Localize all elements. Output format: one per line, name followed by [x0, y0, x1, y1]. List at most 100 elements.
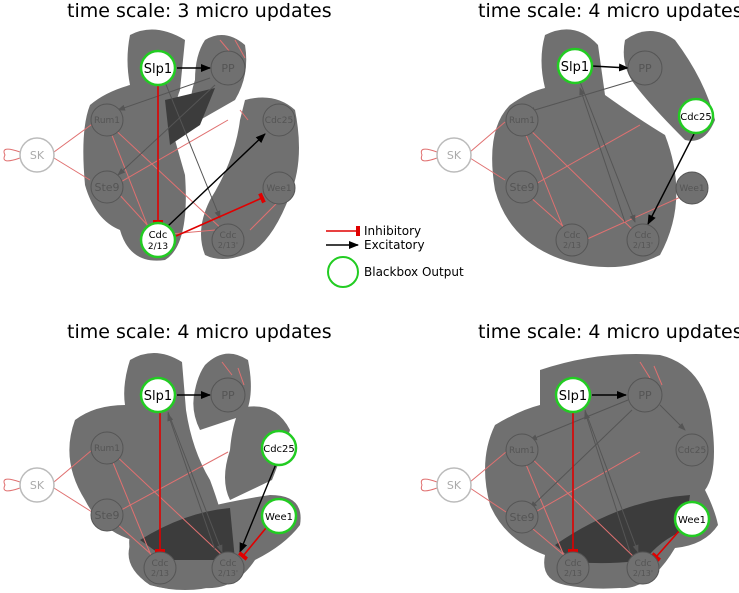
node-label-rum1: Rum1 — [509, 116, 535, 126]
node-label-slp1: Slp1 — [144, 389, 172, 404]
grey-edges — [529, 399, 686, 553]
cluster-blob — [201, 97, 299, 260]
node-label-cdc213-a-line1: Cdc — [149, 230, 168, 241]
node-label-cdc25: Cdc25 — [680, 112, 712, 123]
node-cdc213-b — [211, 551, 245, 585]
node-rum1 — [505, 433, 539, 467]
cluster-blob — [492, 29, 677, 268]
node-cdc213-b — [211, 223, 245, 257]
panel-title: time scale: 3 micro updates — [67, 0, 332, 22]
node-label-cdc213-a-line1: Cdc — [565, 559, 582, 569]
node-label-wee1: Wee1 — [266, 184, 291, 194]
node-label-cdc213-b-line2: 2/13' — [633, 569, 653, 578]
node-sk — [436, 467, 472, 503]
node-label-slp1: Slp1 — [559, 389, 587, 404]
node-label-sk: SK — [447, 479, 462, 492]
grey-edges — [527, 79, 636, 223]
inhibitory-edge — [175, 192, 266, 237]
node-wee1 — [262, 171, 296, 205]
node-wee1 — [675, 171, 709, 205]
overlap-region — [165, 88, 215, 145]
node-cdc213-b — [626, 551, 660, 585]
node-cdc25-output — [677, 97, 715, 135]
excitatory-edge — [167, 133, 266, 227]
grey-edges — [117, 77, 221, 219]
node-label-ste9: Ste9 — [509, 511, 534, 524]
node-label-cdc25: Cdc25 — [263, 444, 295, 455]
node-ste9 — [90, 498, 124, 532]
node-label-ste9: Ste9 — [509, 181, 534, 194]
node-cdc213-a-output — [139, 221, 177, 259]
node-label-pp: PP — [638, 62, 652, 75]
node-label-cdc213-a-line1: Cdc — [564, 231, 581, 241]
panel-title: time scale: 4 micro updates — [67, 321, 332, 343]
node-cdc25-output — [260, 429, 298, 467]
grey-edges — [167, 411, 223, 553]
node-label-sk: SK — [447, 149, 462, 162]
node-slp1-output — [556, 47, 594, 85]
node-sk — [19, 137, 55, 173]
node-label-rum1: Rum1 — [94, 116, 120, 126]
legend-blackbox-swatch — [327, 256, 359, 288]
legend-excitatory-label: Excitatory — [364, 238, 425, 252]
node-slp1-output — [139, 376, 177, 414]
node-label-cdc213-a-line1: Cdc — [152, 559, 169, 569]
node-label-ste9: Ste9 — [94, 181, 119, 194]
node-label-cdc25: Cdc25 — [678, 446, 706, 456]
node-label-cdc213-b-line2: 2/13' — [218, 241, 238, 250]
node-label-wee1: Wee1 — [265, 512, 293, 523]
node-cdc213-a — [555, 223, 589, 257]
node-label-cdc25: Cdc25 — [265, 116, 293, 126]
node-label-pp: PP — [221, 389, 235, 402]
node-label-cdc213-a-line2: 2/13 — [563, 241, 581, 250]
node-cdc213-a — [143, 551, 177, 585]
panel-bottom-right: time scale: 4 micro updates SK Rum1 — [420, 321, 739, 589]
node-label-cdc213-a-line2: 2/13 — [151, 569, 169, 578]
inhibitory-edge — [237, 527, 267, 561]
node-label-slp1: Slp1 — [144, 62, 172, 77]
legend: Inhibitory Excitatory Blackbox Output — [326, 224, 464, 288]
node-label-rum1: Rum1 — [509, 446, 535, 456]
node-wee1-output — [673, 500, 711, 538]
node-rum1 — [90, 103, 124, 137]
panel-top-right: time scale: 4 micro updates SK Rum1 Ste9… — [420, 0, 739, 268]
node-label-cdc213-b-line1: Cdc — [220, 231, 237, 241]
node-label-pp: PP — [638, 389, 652, 402]
node-label-cdc213-a-line2: 2/13 — [148, 242, 168, 252]
node-pp — [210, 377, 246, 413]
legend-inhibitory-label: Inhibitory — [364, 224, 421, 238]
node-rum1 — [90, 431, 124, 465]
cluster-blob — [225, 406, 290, 500]
node-label-cdc213-b-line2: 2/13' — [633, 241, 653, 250]
node-rum1 — [505, 103, 539, 137]
excitatory-edge — [647, 133, 695, 225]
node-label-cdc213-b-line1: Cdc — [635, 559, 652, 569]
node-label-pp: PP — [221, 62, 235, 75]
node-label-slp1: Slp1 — [561, 60, 589, 75]
node-label-cdc213-a-line2: 2/13 — [564, 569, 582, 578]
node-cdc25 — [675, 433, 709, 467]
node-cdc213-a — [556, 551, 590, 585]
excitatory-edge — [591, 63, 629, 72]
node-label-wee1: Wee1 — [679, 184, 704, 194]
node-pp — [627, 50, 663, 86]
node-label-cdc213-b-line1: Cdc — [635, 231, 652, 241]
node-label-cdc213-b-line1: Cdc — [220, 559, 237, 569]
node-label-ste9: Ste9 — [94, 509, 119, 522]
node-pp — [627, 377, 663, 413]
node-label-sk: SK — [30, 479, 45, 492]
node-ste9 — [505, 170, 539, 204]
panel-top-left: time scale: 3 micro updates — [3, 0, 332, 261]
node-cdc25 — [262, 103, 296, 137]
node-sk — [436, 137, 472, 173]
node-slp1-output — [554, 376, 592, 414]
node-label-cdc213-b-line2: 2/13' — [218, 569, 238, 578]
node-cdc213-b — [626, 223, 660, 257]
legend-blackbox-label: Blackbox Output — [364, 265, 464, 279]
inhibitory-edge — [650, 529, 681, 562]
node-wee1-output — [260, 497, 298, 535]
node-ste9 — [90, 170, 124, 204]
node-slp1-output — [139, 49, 177, 87]
faint-edges — [3, 361, 245, 559]
